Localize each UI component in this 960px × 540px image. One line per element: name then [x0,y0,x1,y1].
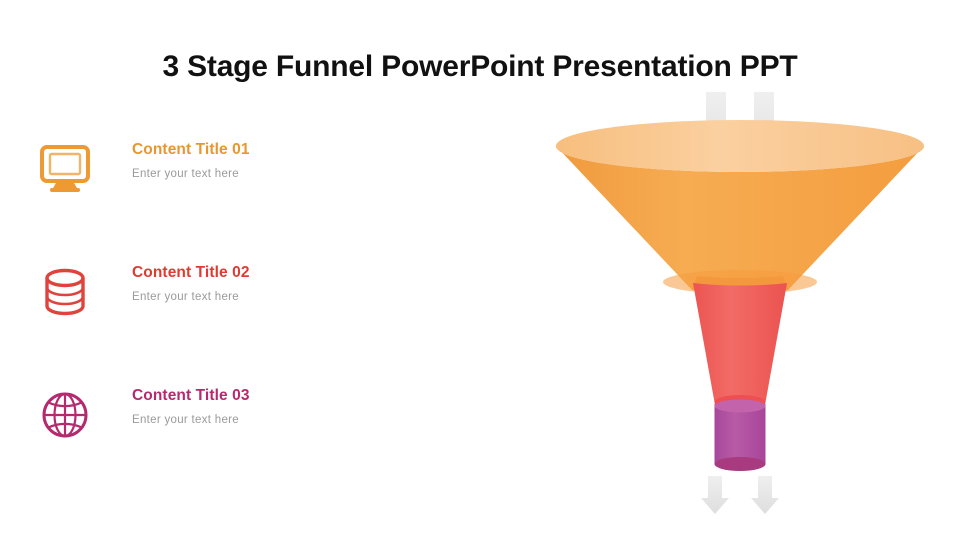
globe-icon [38,388,92,442]
content-item-02-subtitle: Enter your text here [132,291,239,303]
content-item-02[interactable]: Content Title 02 Enter your text here [32,251,332,374]
content-item-02-title: Content Title 02 [132,264,250,281]
cylinder-top-ellipse [714,399,766,413]
funnel-stage-3-purple [714,404,766,464]
content-item-01-subtitle: Enter your text here [132,168,239,180]
content-item-02-text: Content Title 02 Enter your text here [132,263,332,304]
content-list: Content Title 01 Enter your text here [32,128,332,497]
funnel-diagram [530,80,950,520]
monitor-icon [38,142,92,196]
funnel-stage-1-orange [556,146,924,293]
content-item-01-text: Content Title 01 Enter your text here [132,140,332,181]
content-item-01-title: Content Title 01 [132,141,250,158]
outflow-arrow-right [751,476,779,514]
outflow-arrow-left [701,476,729,514]
page-title: 3 Stage Funnel PowerPoint Presentation P… [162,50,798,83]
database-icon [38,265,92,319]
cylinder-bottom-ellipse [714,457,766,471]
content-item-03-subtitle: Enter your text here [132,414,239,426]
funnel-top-rim [556,120,924,172]
content-item-03-title: Content Title 03 [132,387,250,404]
content-item-01[interactable]: Content Title 01 Enter your text here [32,128,332,251]
content-item-03-text: Content Title 03 Enter your text here [132,386,332,427]
funnel-outflow-arrows [701,476,779,514]
content-item-03[interactable]: Content Title 03 Enter your text here [32,374,332,497]
funnel-stage-2-red [693,283,787,412]
